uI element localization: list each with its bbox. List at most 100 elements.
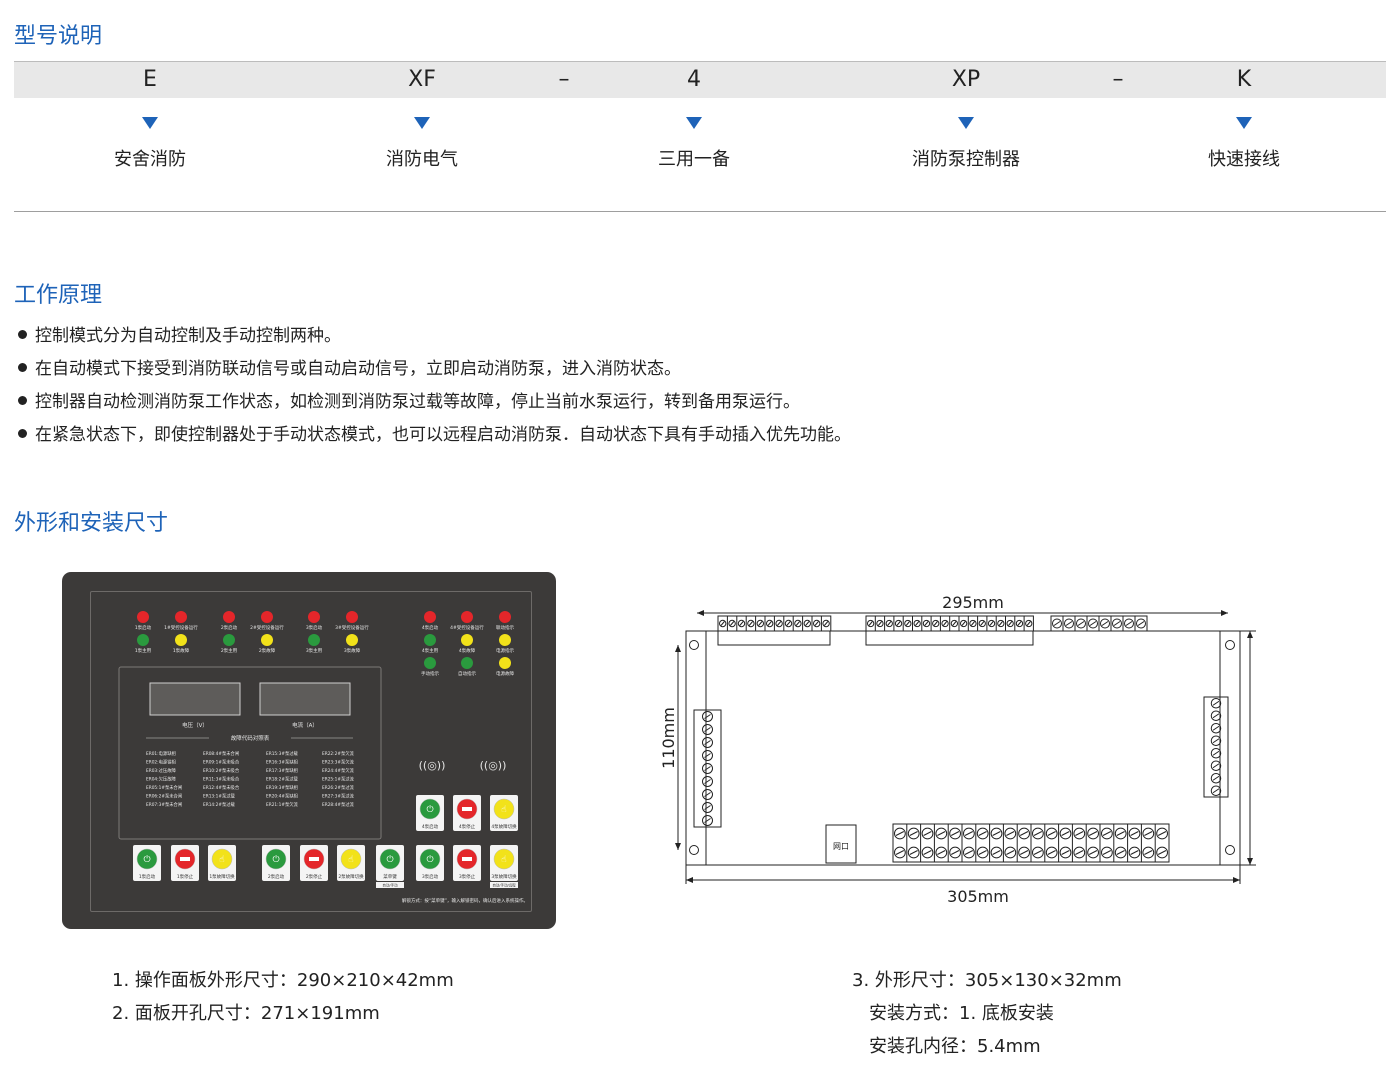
terminal-screw [935,827,948,840]
screw-slot [1075,831,1084,836]
principle-item: 控制模式分为自动控制及手动控制两种。 [18,321,341,346]
terminal-screw [813,619,821,628]
screw-slot [943,621,948,626]
model-label: 消防电气 [386,149,458,170]
screw-slot [877,621,882,626]
terminal-screw [702,802,713,813]
fault-code: ER26:2#泵过流 [322,784,355,791]
terminal-block [693,709,722,828]
principle-section-title: 工作原理 [14,283,103,308]
terminal-screw [867,619,875,628]
screw-slot [1006,831,1015,836]
terminal-screw [718,619,727,628]
mounting-hole [689,845,699,855]
fault-code: ER02:电源错相 [146,759,176,766]
fault-code: ER10:2#泵未吸合 [203,767,240,774]
screw-slot [1065,621,1073,626]
indicator-label: 3泵故障 [344,647,361,654]
screw-slot [1101,621,1109,626]
button-label: 1泵故障切换 [209,873,235,880]
terminal-screw [1004,827,1017,840]
terminal-screw [1073,827,1086,840]
hand-icon: ☝ [348,855,353,865]
indicator-label: 4泵故障 [459,647,476,654]
button-sub-tag [376,882,404,888]
indicator-label: 手动指示 [421,670,439,677]
fault-code: ER17:3#泵缺相 [266,767,298,774]
model-label: 三用一备 [658,149,730,170]
terminal-screw [1100,618,1110,629]
voltage-label: 电压（V） [182,721,208,729]
terminal-screw [1045,827,1058,840]
model-code: 4 [687,67,701,92]
button-label: 2泵故障切换 [338,873,364,880]
display-frame [118,666,382,840]
fault-code: ER09:1#泵未吸合 [203,759,240,766]
board-outline [685,630,1241,866]
screw-slot [961,621,966,626]
screw-slot [937,831,946,836]
stop-icon [462,807,472,811]
down-arrow-icon [686,117,702,129]
terminal-screw [1156,827,1169,840]
screw-slot [1212,775,1220,781]
screw-slot [1047,850,1056,855]
model-code: E [143,67,157,92]
terminal-screw [907,846,920,859]
model-label: 消防泵控制器 [912,149,1020,170]
terminal-screw [1015,619,1024,628]
screw-slot [950,850,960,855]
terminal-screw [1210,723,1222,734]
terminal-screw [1064,618,1074,629]
screw-slot [1116,850,1125,855]
indicator-lamp [424,634,436,646]
terminal-screw [1101,846,1113,859]
voltage-display [149,682,241,716]
terminal-screw [1128,846,1141,859]
stop-icon [309,857,319,861]
screw-slot [1130,850,1139,855]
screw-slot [1033,850,1043,855]
bullet-icon [18,396,27,405]
terminal-screw [1210,748,1222,759]
terminal-screw [907,827,920,840]
fault-code: ER01:电源缺相 [146,750,176,757]
dimension-arrowhead [675,843,681,850]
screw-slot [1008,621,1013,626]
screw-slot [970,621,975,626]
terminal-screw [794,619,802,628]
bullet-icon [18,330,27,339]
terminal-screw [1076,618,1086,629]
screw-slot [937,850,946,855]
down-arrow-icon [1236,117,1252,129]
terminal-screw [1136,618,1146,629]
screw-slot [980,621,985,626]
indicator-lamp [499,657,511,669]
terminal-screw [1073,846,1086,859]
fault-code: ER16:3#泵缺相 [266,759,298,766]
screw-slot [896,621,901,626]
terminal-screw [1210,710,1222,721]
terminal-screw [1059,846,1072,859]
terminal-screw [921,827,934,840]
mounting-hole [1225,845,1235,855]
mounting-hole [1225,640,1235,650]
stop-icon [180,857,190,861]
terminal-screw [1114,846,1127,859]
button-label: 4泵停止 [459,823,476,830]
screw-slot [704,766,711,771]
screw-slot [1017,621,1022,626]
terminal-screw [1087,846,1100,859]
screw-slot [1075,850,1084,855]
terminal-screw [784,619,793,628]
fault-code: ER11:3#泵未吸合 [203,776,240,783]
fault-code: ER28:4#泵过流 [322,801,355,808]
screw-slot [1053,621,1061,626]
screw-slot [964,850,974,855]
dim-width-top: 295mm [942,593,1004,612]
down-arrow-icon [142,117,158,129]
screw-slot [704,805,711,810]
switch-button-icon [493,848,515,870]
indicator-label: 联动指示 [496,624,514,631]
